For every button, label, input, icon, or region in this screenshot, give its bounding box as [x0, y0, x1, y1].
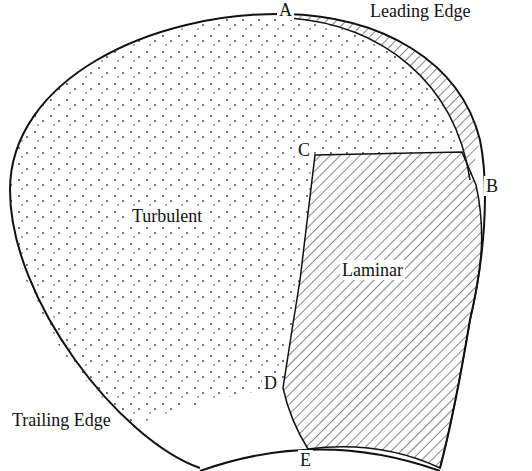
point-letter: B — [484, 176, 500, 196]
region-label: Laminar — [340, 260, 405, 280]
point-letter: D — [262, 373, 279, 393]
hub-arc — [200, 450, 440, 471]
region-label: Turbulent — [130, 206, 204, 226]
point-letter: E — [298, 450, 313, 470]
leading-edge-hatch — [290, 14, 480, 180]
edge-label: Leading Edge — [368, 1, 472, 21]
point-letter: A — [277, 0, 294, 20]
point-letter: C — [296, 140, 312, 160]
edge-label: Trailing Edge — [10, 410, 113, 430]
blade-outline — [10, 14, 485, 468]
